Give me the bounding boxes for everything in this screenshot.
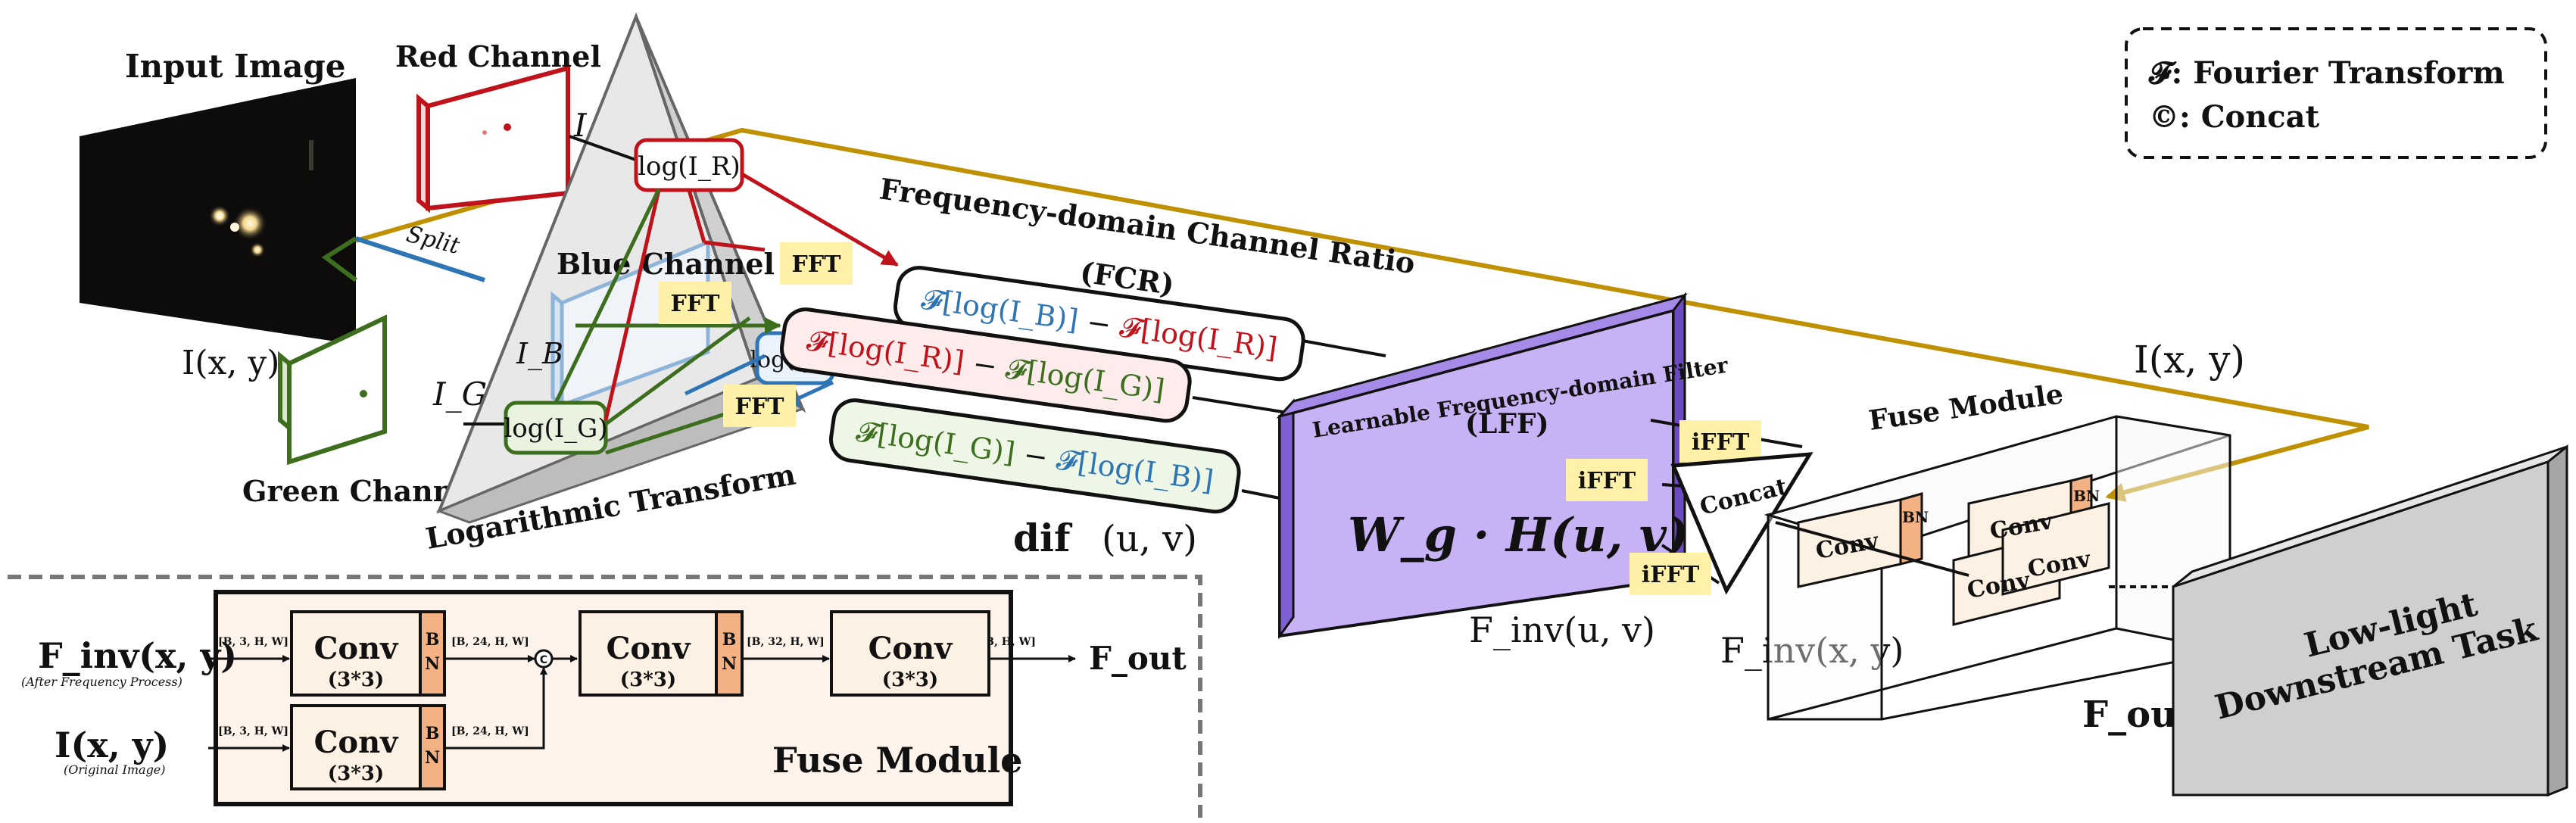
ratio-rg-minus: − [962,345,1009,384]
fuse-module-3d [1764,415,2231,721]
fuse-output-label: F_out [1089,640,1187,677]
red-line-to-ratio [741,172,899,267]
fuse-conv-3 [579,610,744,697]
fuse-conv-3-label: Conv [607,631,692,666]
fuse-conv-4-label: Conv [869,631,954,666]
green-channel-image [278,314,387,466]
ir-to-log-line [569,135,641,163]
ib-label: I_B [516,337,563,371]
log-g-label: log(I_G) [504,413,607,444]
i-xy-right: I(x, y) [2134,338,2245,382]
ratio-box-gb: 𝓕[log(I_G)] − 𝓕[log(I_B)] [828,398,1241,514]
ifft-box-2: iFFT [1566,459,1648,501]
fuse-input1-label: F_inv(x, y) [38,635,237,676]
ratio2-to-lff-line [1192,396,1288,414]
split-line-blue [355,236,485,282]
fuse-3d-line-1 [1775,521,1969,577]
red-channel-image [416,65,570,214]
split-label: Split [404,221,463,260]
green-line-1 [554,188,661,404]
legend-fourier: 𝓕: Fourier Transform [2148,55,2505,91]
fuse-conv-2 [290,704,446,790]
input-coord-label: I(x, y) [182,344,279,382]
fuse-detail-title: Fuse Module [772,740,1022,781]
fuse-detail-dashed-frame [8,575,1202,818]
fuse-3d-title: Fuse Module [1867,378,2065,437]
red-line-3 [603,189,661,421]
fuse-arrow-4 [445,667,547,750]
legend-concat: ©: Concat [2149,99,2320,135]
fuse-shape-in-1: [B, 3, H, W] [218,636,288,648]
fft-box-1: FFT [780,242,853,285]
fuse-3d-bn-1: BN [1902,508,1929,526]
fuse-shape-in-2: [B, 3, H, W] [218,725,288,737]
dif-args: (u, v) [1102,518,1197,560]
red-line-2 [703,240,766,252]
ifft-box-3: iFFT [1629,553,1711,595]
fuse-conv-1-label: Conv [314,631,400,666]
ratio-gb-minus: − [1012,437,1059,475]
ratio-box-rg: 𝓕[log(I_R)] − 𝓕[log(I_G)] [779,307,1192,423]
fuse-bn-1-n: N [425,654,440,674]
fuse-3d-bn-2: BN [2073,487,2100,505]
red-line-1 [687,189,706,243]
fuse-shape-24-1: [B, 24, H, W] [451,636,529,648]
fuse-conv-2-label: Conv [314,725,400,760]
fuse-input1-note: (After Frequency Process) [21,675,182,689]
ratio1-to-lff-line [1302,339,1386,357]
fuse-concat-symbol: C [540,654,547,666]
fuse-conv-4-kernel: (3*3) [882,669,938,691]
fuse-conv-1 [290,610,446,697]
f-inv-uv: F_inv(u, v) [1469,609,1655,650]
input-image-title: Input Image [125,48,346,85]
fft-box-2: FFT [659,282,731,324]
split-line-green [321,236,357,282]
lff-abbr: (LFF) [1465,408,1549,440]
fuse-conv-3-kernel: (3*3) [620,669,676,691]
red-channel-label: Red Channel [395,39,601,73]
fuse-conv-1-kernel: (3*3) [328,669,384,691]
ifft-box-1: iFFT [1679,420,1761,463]
log-g-box: log(I_G) [504,401,608,455]
lff-block [1276,291,1688,640]
ifft-label-2: iFFT [1578,468,1636,494]
dif-label: dif [1013,516,1073,560]
fuse-concat-node: C [534,649,554,669]
fuse-bn-3-n: N [722,654,737,674]
green-line-2 [604,316,751,426]
fft-label-2: FFT [671,291,721,317]
fuse-shape-32: [B, 32, H, W] [747,636,825,648]
fuse-bn-2-n: N [425,748,440,768]
fuse-bn-3-b: B [722,630,737,650]
log-transform-pyramid [435,12,806,524]
fuse-input2-note: (Original Image) [64,762,166,777]
blue-line-1 [684,354,766,396]
fft-label-3: FFT [735,394,785,420]
downstream-task-block [2172,444,2568,797]
ig-label: I_G [432,376,487,413]
ratio-box-br: 𝓕[log(I_B)] − 𝓕[log(I_R)] [893,266,1305,382]
blue-channel-label: Blue Channel [557,247,775,281]
ifft-label-1: iFFT [1692,429,1750,456]
fuse-conv-4 [830,610,990,697]
fuse-input2-label: I(x, y) [55,725,169,765]
f-inv-xy: F_inv(x, y) [1720,630,1904,671]
legend-box: 𝓕: Fourier Transform ©: Concat [2125,27,2547,159]
ifft-label-3: iFFT [1642,562,1700,588]
fft-box-3: FFT [723,385,796,427]
input-image [80,78,356,344]
fft-label-1: FFT [792,251,842,278]
log-r-box: log(I_R) [634,138,744,192]
ratio-br-minus: − [1076,304,1123,342]
fuse-conv-2-kernel: (3*3) [328,762,384,785]
fuse-bn-2-b: B [426,724,440,744]
log-r-label: log(I_R) [638,151,741,182]
fuse-shape-24-2: [B, 24, H, W] [451,725,529,737]
fuse-bn-1-b: B [426,630,440,650]
